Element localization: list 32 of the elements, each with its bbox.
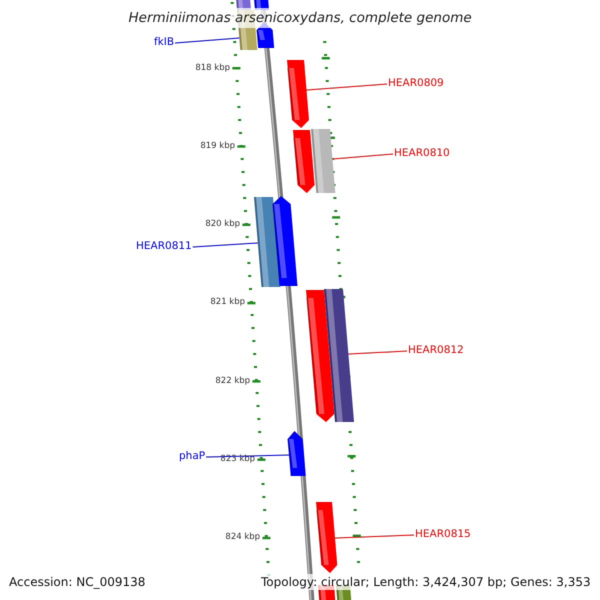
tick-label: 823 kbp (220, 454, 256, 465)
gene-label: HEAR0812 (408, 344, 464, 356)
footer-text: Topology: circular; Length: 3,424,307 bp; Genes: 3,353 (261, 574, 591, 590)
gene-label: phaP (179, 450, 206, 462)
tick-label: 822 kbp (215, 376, 250, 387)
leader-line (206, 454, 290, 458)
tick-label: 821 kbp (210, 297, 246, 308)
gene-bar (324, 289, 354, 422)
tick-label: 820 kbp (205, 219, 240, 230)
gene-feature (316, 502, 338, 573)
gene-feature (306, 290, 334, 422)
leader-line (334, 534, 414, 538)
gene-label: HEAR0809 (388, 76, 444, 90)
gene-bar (254, 197, 280, 287)
gene-feature (272, 196, 298, 286)
gene-label: HEAR0815 (415, 528, 471, 540)
gene-label: fkIB (154, 36, 174, 48)
footer-text: Accession: NC_009138 (9, 574, 146, 590)
tick-label: 818 kbp (195, 62, 230, 74)
gene-feature (293, 130, 315, 193)
gene-label: HEAR0810 (394, 146, 450, 160)
tick-label: 824 kbp (225, 532, 260, 544)
leader-line (174, 38, 240, 44)
leader-line (348, 350, 408, 354)
gene-feature (287, 60, 309, 128)
gene-label: HEAR0811 (136, 240, 192, 252)
leader-line (306, 84, 388, 90)
gene-bar (311, 129, 336, 193)
leader-line (192, 242, 258, 248)
tick-label: 819 kbp (200, 140, 235, 152)
gene-feature (287, 431, 306, 476)
leader-line (332, 154, 394, 160)
